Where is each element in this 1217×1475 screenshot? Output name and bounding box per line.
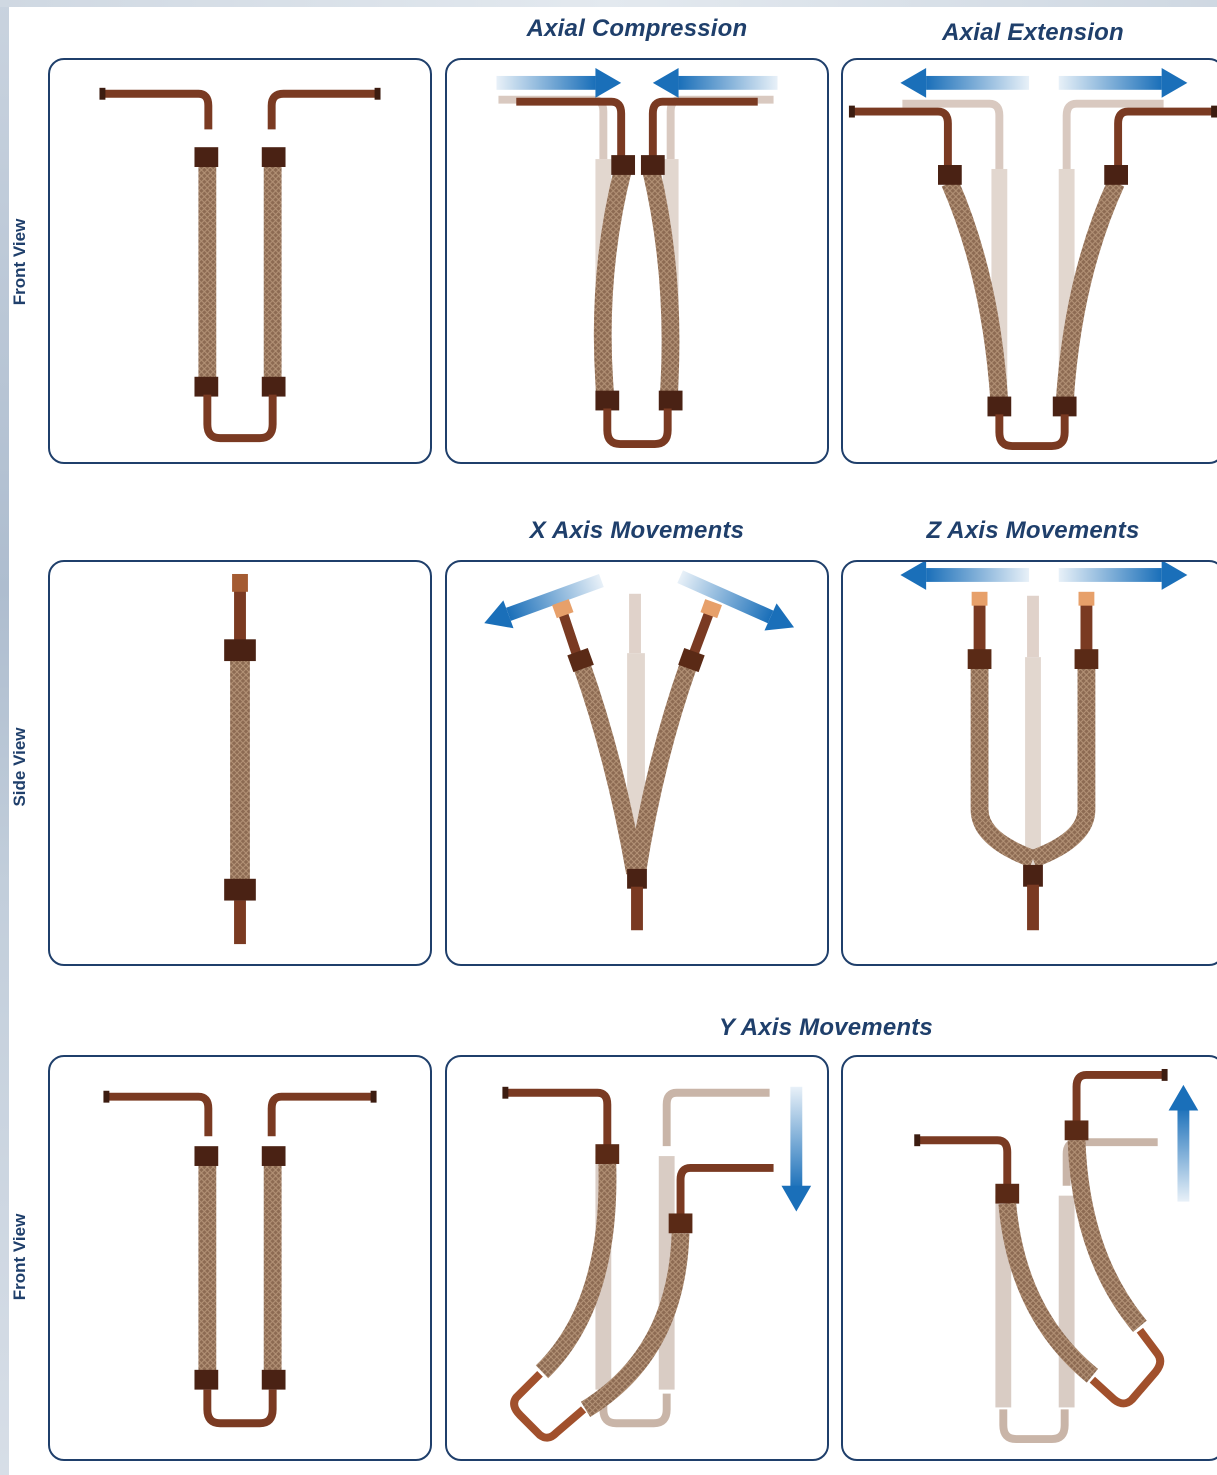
hose-loop-diagram-2 — [50, 1057, 430, 1459]
hose-z-axis-diagram — [843, 562, 1217, 964]
row-label-front-view-2: Front View — [8, 1157, 32, 1357]
panel-x-axis-movements — [445, 560, 829, 966]
hose-y-down-diagram — [447, 1057, 827, 1459]
panel-front-view-neutral — [48, 58, 432, 464]
arrow-up-icon — [1169, 1085, 1199, 1202]
panel-z-axis-movements — [841, 560, 1217, 966]
arrow-left-icon — [653, 68, 778, 98]
header-z-axis-movements: Z Axis Movements — [842, 517, 1217, 545]
hose-loop-diagram — [50, 60, 430, 462]
panel-side-view-neutral — [48, 560, 432, 966]
header-y-axis-movements: Y Axis Movements — [446, 1014, 1206, 1042]
top-edge-decoration — [0, 0, 1217, 7]
hose-side-diagram — [50, 562, 430, 964]
header-x-axis-movements: X Axis Movements — [446, 517, 828, 545]
panel-axial-extension — [841, 58, 1217, 464]
arrow-right-icon — [496, 68, 621, 98]
arrow-left-icon — [479, 567, 606, 638]
arrow-right-icon — [674, 563, 800, 641]
panel-front-view-neutral-2 — [48, 1055, 432, 1461]
arrow-right-icon — [1059, 562, 1188, 590]
panel-y-axis-up — [841, 1055, 1217, 1461]
arrow-down-icon — [781, 1087, 811, 1212]
header-axial-extension: Axial Extension — [842, 19, 1217, 47]
panel-y-axis-down — [445, 1055, 829, 1461]
hose-y-up-diagram — [843, 1057, 1217, 1459]
arrow-right-icon — [1059, 68, 1188, 98]
hose-extension-diagram — [843, 60, 1217, 462]
arrow-left-icon — [900, 562, 1029, 590]
hose-x-axis-diagram — [447, 562, 827, 964]
header-axial-compression: Axial Compression — [446, 15, 828, 43]
hose-compression-diagram — [447, 60, 827, 462]
arrow-left-icon — [900, 68, 1029, 98]
row-label-front-view-1: Front View — [8, 162, 32, 362]
row-label-side-view: Side View — [8, 667, 32, 867]
panel-axial-compression — [445, 58, 829, 464]
